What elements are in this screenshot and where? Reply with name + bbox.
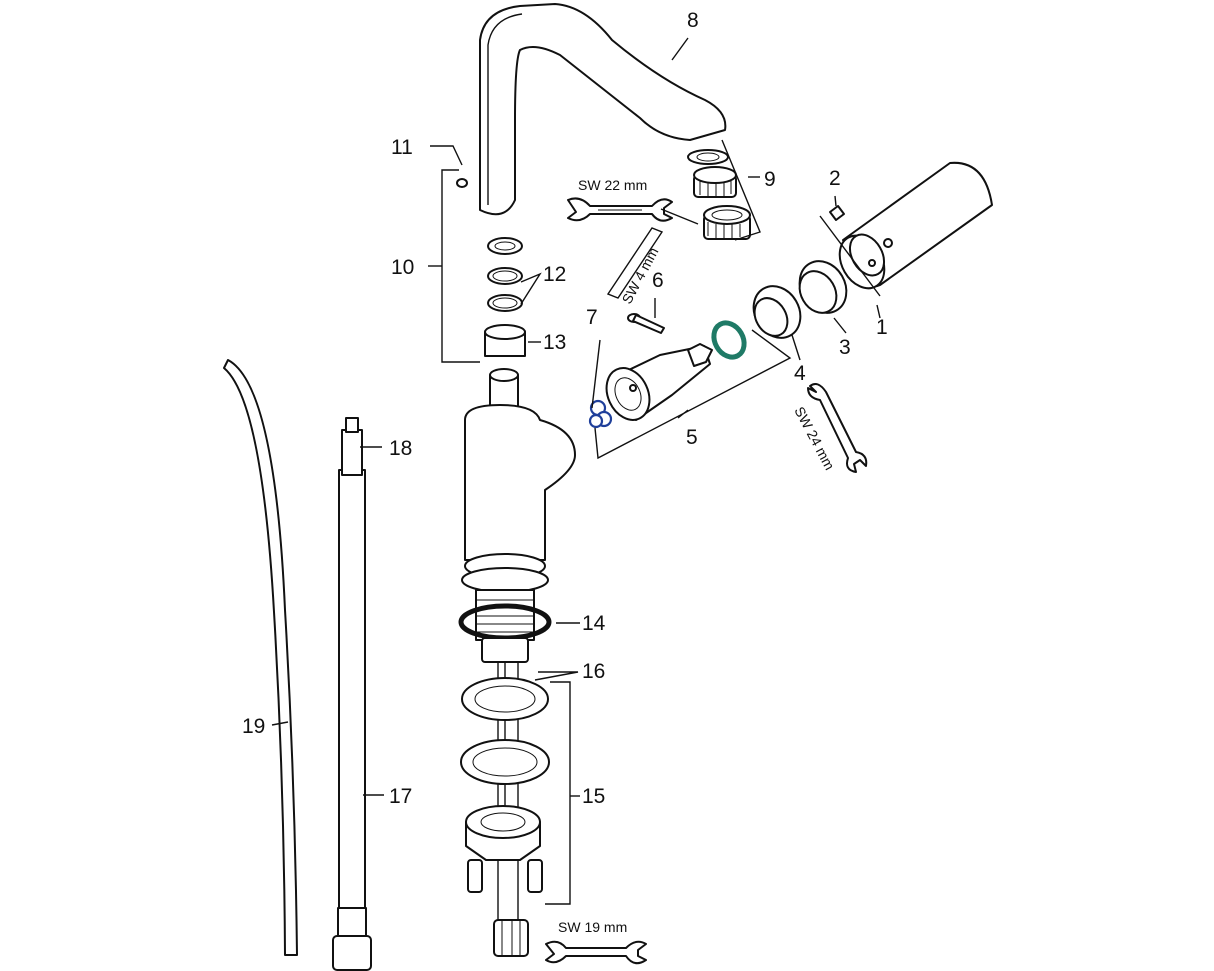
bottom-nut — [493, 919, 529, 957]
label-2: 2 — [829, 167, 841, 190]
wrench-size-sw19: SW 19 mm — [558, 919, 627, 935]
wrench-sw22-icon — [567, 197, 673, 222]
tap-body — [461, 368, 576, 641]
handle-lever-part-1 — [838, 161, 993, 290]
label-3: 3 — [839, 336, 851, 359]
label-1: 1 — [876, 316, 888, 339]
label-6: 6 — [652, 269, 664, 292]
label-18: 18 — [389, 437, 412, 460]
allen-key-sw4 — [606, 227, 664, 299]
wrench-size-sw22: SW 22 mm — [578, 177, 647, 193]
label-10: 10 — [391, 256, 414, 279]
label-9: 9 — [764, 168, 776, 191]
label-11: 11 — [391, 136, 413, 159]
label-17: 17 — [389, 785, 412, 808]
cartridge-part-5 — [605, 343, 713, 421]
ring-stack-part-12 — [487, 237, 523, 312]
wrench-sw19-icon — [545, 940, 647, 965]
cap-ring-part-3 — [798, 260, 848, 314]
wrench-sw24-icon — [807, 383, 868, 473]
label-12: 12 — [543, 263, 566, 286]
spout-part-8 — [479, 3, 727, 216]
threaded-nut-part-4 — [752, 285, 802, 339]
label-7: 7 — [586, 306, 598, 329]
supply-hose-part-17 — [332, 417, 372, 971]
label-4: 4 — [794, 362, 806, 385]
insert-part-2 — [829, 205, 845, 221]
washer-part-16 — [461, 677, 549, 721]
part-labels: 8 11 9 2 10 12 6 7 1 13 3 4 5 18 14 16 1… — [242, 9, 888, 808]
label-13: 13 — [543, 331, 566, 354]
screw-part-6 — [627, 313, 665, 334]
copper-pipe-part-19 — [223, 359, 298, 956]
label-8: 8 — [687, 9, 699, 32]
gasket-part-14 — [458, 603, 552, 663]
label-5: 5 — [686, 426, 698, 449]
coupling-part-13 — [484, 324, 526, 357]
grub-screw-part-11 — [456, 178, 468, 188]
leader-lines — [271, 37, 881, 905]
aerator-part-9 — [687, 149, 751, 240]
label-14: 14 — [582, 612, 606, 635]
green-ring — [711, 320, 747, 360]
label-16: 16 — [582, 660, 605, 683]
label-15: 15 — [582, 785, 605, 808]
seal-part-7 — [588, 399, 613, 429]
label-19: 19 — [242, 715, 265, 738]
washer-part-15 — [460, 739, 550, 893]
wrench-labels: SW 22 mm SW 4 mm SW 24 mm SW 19 mm — [558, 177, 838, 935]
